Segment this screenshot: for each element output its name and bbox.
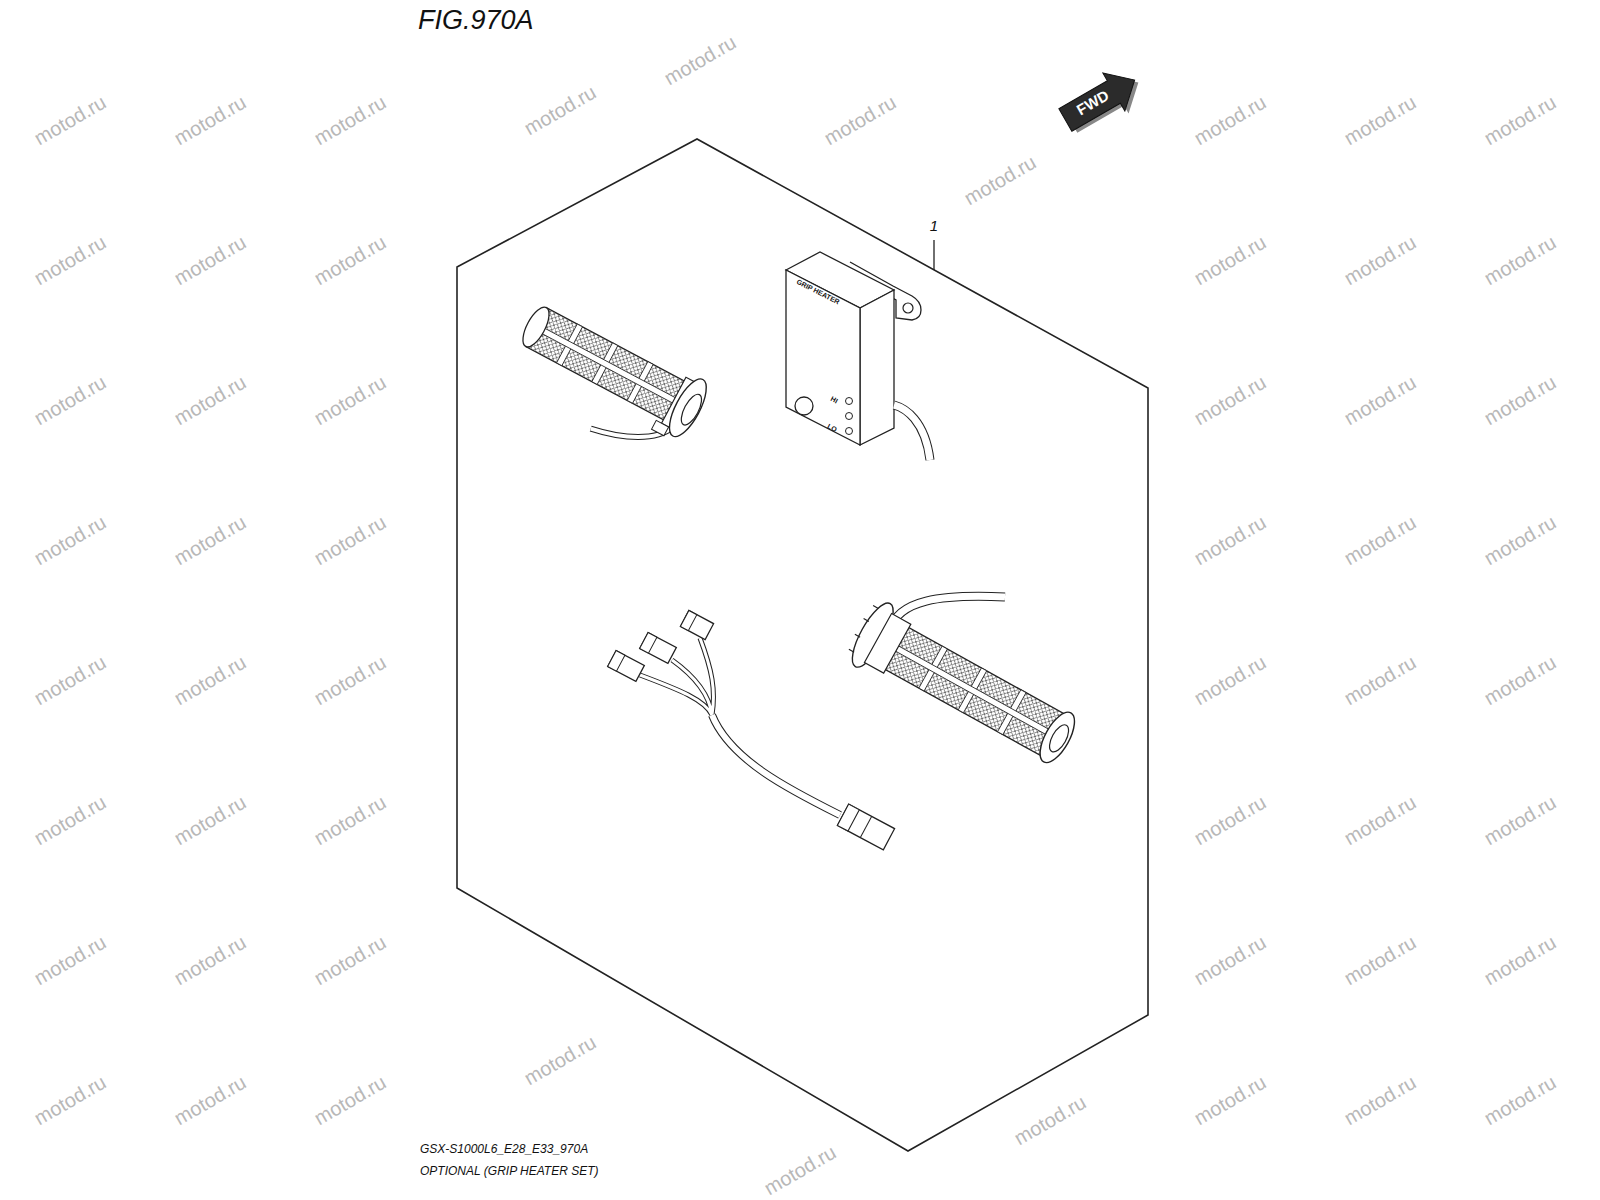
wiring-harness xyxy=(608,610,895,849)
watermark: motod.ru xyxy=(1190,91,1269,150)
watermark: motod.ru xyxy=(30,931,109,990)
watermark: motod.ru xyxy=(1190,791,1269,850)
watermark: motod.ru xyxy=(1340,791,1419,850)
watermark: motod.ru xyxy=(1010,1091,1089,1150)
forward-arrow xyxy=(1054,60,1149,143)
watermark: motod.ru xyxy=(170,231,249,290)
watermark: motod.ru xyxy=(1340,231,1419,290)
figure-caption: OPTIONAL (GRIP HEATER SET) xyxy=(420,1165,598,1178)
watermark: motod.ru xyxy=(1480,231,1559,290)
kit-outline xyxy=(457,139,1148,1151)
callout-number: 1 xyxy=(930,218,938,235)
watermark: motod.ru xyxy=(1340,1071,1419,1130)
watermark: motod.ru xyxy=(170,651,249,710)
watermark: motod.ru xyxy=(310,791,389,850)
watermark: motod.ru xyxy=(310,231,389,290)
right-heated-grip xyxy=(841,596,1085,775)
watermark: motod.ru xyxy=(170,91,249,150)
watermark: motod.ru xyxy=(170,511,249,570)
watermark: motod.ru xyxy=(1480,651,1559,710)
watermark: motod.ru xyxy=(1480,91,1559,150)
watermark: motod.ru xyxy=(30,651,109,710)
grip-heater-switch xyxy=(786,252,930,460)
watermark: motod.ru xyxy=(170,791,249,850)
watermark: motod.ru xyxy=(1480,931,1559,990)
watermark: motod.ru xyxy=(310,371,389,430)
model-code: GSX-S1000L6_E28_E33_970A xyxy=(420,1143,588,1156)
watermark: motod.ru xyxy=(960,151,1039,210)
watermark: motod.ru xyxy=(1480,371,1559,430)
watermark: motod.ru xyxy=(310,91,389,150)
watermark: motod.ru xyxy=(520,1031,599,1090)
watermark: motod.ru xyxy=(170,1071,249,1130)
watermark: motod.ru xyxy=(30,231,109,290)
watermark: motod.ru xyxy=(760,1141,839,1200)
watermark: motod.ru xyxy=(1480,791,1559,850)
figure-title: FIG.970A xyxy=(418,6,534,36)
watermark: motod.ru xyxy=(820,91,899,150)
watermark: motod.ru xyxy=(1190,371,1269,430)
watermark: motod.ru xyxy=(1340,651,1419,710)
watermark: motod.ru xyxy=(310,1071,389,1130)
watermark: motod.ru xyxy=(310,651,389,710)
watermark: motod.ru xyxy=(30,511,109,570)
watermark: motod.ru xyxy=(1480,511,1559,570)
watermark: motod.ru xyxy=(1340,931,1419,990)
watermark: motod.ru xyxy=(660,31,739,90)
watermark: motod.ru xyxy=(1340,511,1419,570)
watermark: motod.ru xyxy=(310,931,389,990)
watermark: motod.ru xyxy=(310,511,389,570)
watermark: motod.ru xyxy=(1340,91,1419,150)
watermark: motod.ru xyxy=(30,91,109,150)
left-heated-grip xyxy=(498,295,713,470)
watermark: motod.ru xyxy=(1480,1071,1559,1130)
watermark: motod.ru xyxy=(520,81,599,140)
watermark: motod.ru xyxy=(1190,231,1269,290)
watermark: motod.ru xyxy=(1190,931,1269,990)
watermark: motod.ru xyxy=(1190,1071,1269,1130)
leader-line xyxy=(933,240,934,270)
watermark: motod.ru xyxy=(170,371,249,430)
watermark: motod.ru xyxy=(170,931,249,990)
watermark: motod.ru xyxy=(30,791,109,850)
watermark: motod.ru xyxy=(30,1071,109,1130)
watermark: motod.ru xyxy=(30,371,109,430)
watermark: motod.ru xyxy=(1190,651,1269,710)
watermark: motod.ru xyxy=(1190,511,1269,570)
watermark: motod.ru xyxy=(1340,371,1419,430)
